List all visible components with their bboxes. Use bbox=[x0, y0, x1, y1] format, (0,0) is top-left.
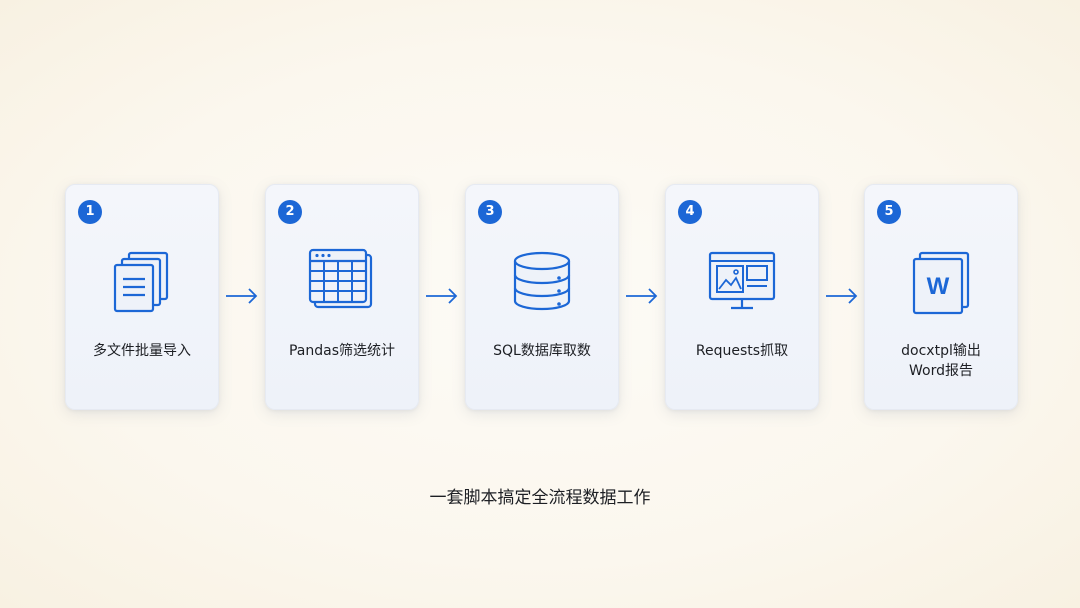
step-label-line-2: Word报告 bbox=[909, 363, 973, 379]
step-card-3: 3 SQL数据库取数 bbox=[465, 184, 619, 410]
step-number-badge: 4 bbox=[678, 200, 702, 224]
step-card-4: 4 Requests抓取 bbox=[665, 184, 819, 410]
step-card-5: 5 W docxtpl输出 Word报告 bbox=[864, 184, 1018, 410]
stacked-documents-icon bbox=[113, 251, 169, 313]
step-label: Requests抓取 bbox=[695, 343, 789, 359]
word-letter: W bbox=[927, 273, 950, 300]
step-label: SQL数据库取数 bbox=[493, 343, 591, 359]
step-number-badge: 5 bbox=[877, 200, 901, 224]
step-label: Pandas筛选统计 bbox=[288, 343, 396, 359]
summary-caption: 一套脚本搞定全流程数据工作 bbox=[429, 488, 651, 508]
step-label: 多文件批量导入 bbox=[93, 343, 191, 359]
arrow-right-icon bbox=[226, 288, 258, 304]
step-number-badge: 1 bbox=[78, 200, 102, 224]
step-label: docxtpl输出 Word报告 bbox=[869, 341, 1013, 381]
step-card-2: 2 Pandas筛选统计 bbox=[265, 184, 419, 410]
step-label-line-1: docxtpl输出 bbox=[901, 343, 981, 359]
arrow-right-icon bbox=[826, 288, 858, 304]
spreadsheet-table-icon bbox=[308, 248, 373, 309]
arrow-right-icon bbox=[426, 288, 458, 304]
database-icon bbox=[513, 251, 571, 311]
web-page-monitor-icon bbox=[708, 251, 776, 310]
step-number-badge: 2 bbox=[278, 200, 302, 224]
step-number-badge: 3 bbox=[478, 200, 502, 224]
arrow-right-icon bbox=[626, 288, 658, 304]
word-document-icon: W bbox=[912, 251, 970, 315]
step-card-1: 1 多文件批量导入 bbox=[65, 184, 219, 410]
